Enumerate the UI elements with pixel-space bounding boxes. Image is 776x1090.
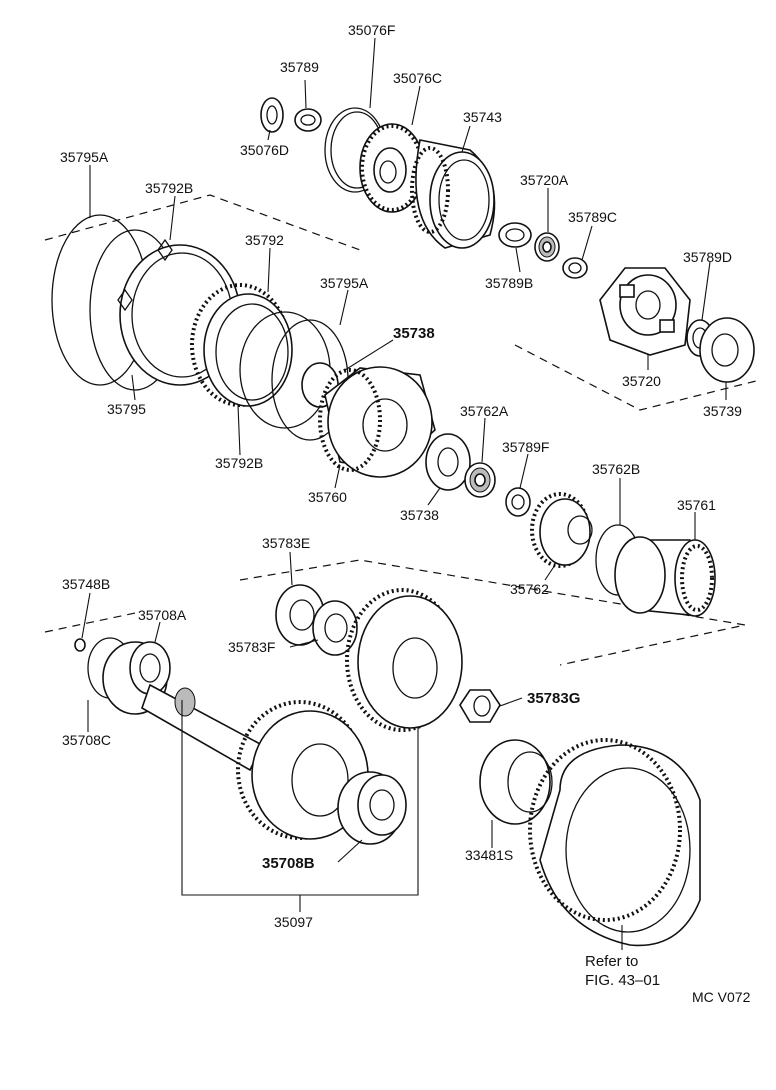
part-35738-plate-lower bbox=[425, 433, 471, 491]
assembly-plane-right bbox=[514, 344, 761, 411]
label-35783G: 35783G bbox=[527, 690, 580, 707]
part-35783G-nut bbox=[459, 689, 501, 723]
label-35097: 35097 bbox=[274, 914, 313, 930]
label-35762A: 35762A bbox=[460, 403, 509, 419]
part-35720-carrier bbox=[599, 267, 691, 356]
label-35792B-bottom: 35792B bbox=[215, 455, 263, 471]
label-35708C: 35708C bbox=[62, 732, 111, 748]
label-33481S: 33481S bbox=[465, 847, 513, 863]
part-35748B-ring bbox=[74, 638, 86, 652]
label-35743: 35743 bbox=[463, 109, 502, 125]
part-35783F-bearing bbox=[312, 600, 358, 656]
label-35720A: 35720A bbox=[520, 172, 569, 188]
label-35789: 35789 bbox=[280, 59, 319, 75]
label-35795A-top: 35795A bbox=[60, 149, 109, 165]
label-35789F: 35789F bbox=[502, 439, 549, 455]
figure-code: MC V072 bbox=[692, 989, 751, 1005]
label-35783F: 35783F bbox=[228, 639, 275, 655]
label-35738-top: 35738 bbox=[393, 325, 435, 342]
part-35760-hub bbox=[318, 366, 436, 478]
label-35739: 35739 bbox=[703, 403, 742, 419]
part-35762A-bearing bbox=[464, 462, 496, 498]
label-35076C: 35076C bbox=[393, 70, 442, 86]
part-35789F-washer bbox=[505, 487, 531, 517]
label-35720: 35720 bbox=[622, 373, 661, 389]
label-35076F: 35076F bbox=[348, 22, 395, 38]
assembly-plane-left bbox=[44, 611, 141, 633]
refer-to-note-line1: Refer to bbox=[585, 953, 638, 970]
label-35762B: 35762B bbox=[592, 461, 640, 477]
part-35743-drum bbox=[410, 139, 496, 249]
label-35795: 35795 bbox=[107, 401, 146, 417]
part-ring-gear bbox=[528, 738, 701, 947]
label-35760: 35760 bbox=[308, 489, 347, 505]
label-35761: 35761 bbox=[677, 497, 716, 513]
label-35762: 35762 bbox=[510, 581, 549, 597]
label-35795A-mid: 35795A bbox=[320, 275, 369, 291]
assembly-plane-upper bbox=[44, 194, 361, 251]
assembly-plane-lower bbox=[239, 559, 746, 666]
label-35792: 35792 bbox=[245, 232, 284, 248]
label-35789B: 35789B bbox=[485, 275, 533, 291]
label-35738-bottom: 35738 bbox=[400, 507, 439, 523]
part-33481S-seal bbox=[479, 739, 553, 825]
part-35708B-bearing bbox=[337, 771, 407, 845]
label-35789D: 35789D bbox=[683, 249, 732, 265]
label-35789C: 35789C bbox=[568, 209, 617, 225]
part-35789B-washer bbox=[498, 222, 532, 248]
part-35076D-washer bbox=[260, 97, 284, 133]
part-35789C-washer bbox=[562, 257, 588, 279]
part-35076C-gear bbox=[359, 123, 425, 213]
part-35739-plate bbox=[699, 317, 755, 383]
label-35748B: 35748B bbox=[62, 576, 110, 592]
label-35783E: 35783E bbox=[262, 535, 310, 551]
label-35708B: 35708B bbox=[262, 855, 315, 872]
label-35708A: 35708A bbox=[138, 607, 187, 623]
part-35792-clutch-ring bbox=[190, 283, 293, 407]
part-35761-drum bbox=[614, 536, 716, 617]
part-labels: 35076F 35789 35076C 35743 35076D 35720A … bbox=[60, 22, 751, 1005]
refer-to-note-line2: FIG. 43–01 bbox=[585, 972, 660, 989]
part-35097-driven-gear bbox=[345, 588, 463, 732]
leader-lines bbox=[81, 37, 727, 950]
part-35789-washer bbox=[294, 108, 322, 132]
part-35762-gear bbox=[530, 492, 593, 568]
label-35076D: 35076D bbox=[240, 142, 289, 158]
part-35097-shaft bbox=[141, 683, 264, 772]
label-35792B-top: 35792B bbox=[145, 180, 193, 196]
part-35720A-bearing bbox=[534, 232, 560, 262]
